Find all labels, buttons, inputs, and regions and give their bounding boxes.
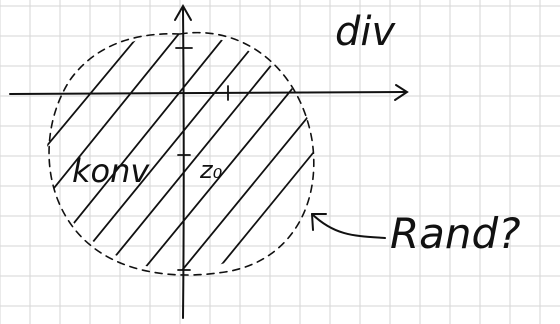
real-axis — [9, 84, 409, 101]
center-point-label: z₀ — [199, 156, 223, 184]
boundary-arrow — [311, 213, 386, 239]
rand-label: Rand? — [390, 209, 521, 258]
div-label: div — [335, 9, 397, 55]
konv-label: konv — [72, 152, 150, 190]
axis-ticks — [175, 47, 229, 271]
imaginary-axis — [174, 3, 192, 319]
disk-boundary — [48, 31, 315, 276]
